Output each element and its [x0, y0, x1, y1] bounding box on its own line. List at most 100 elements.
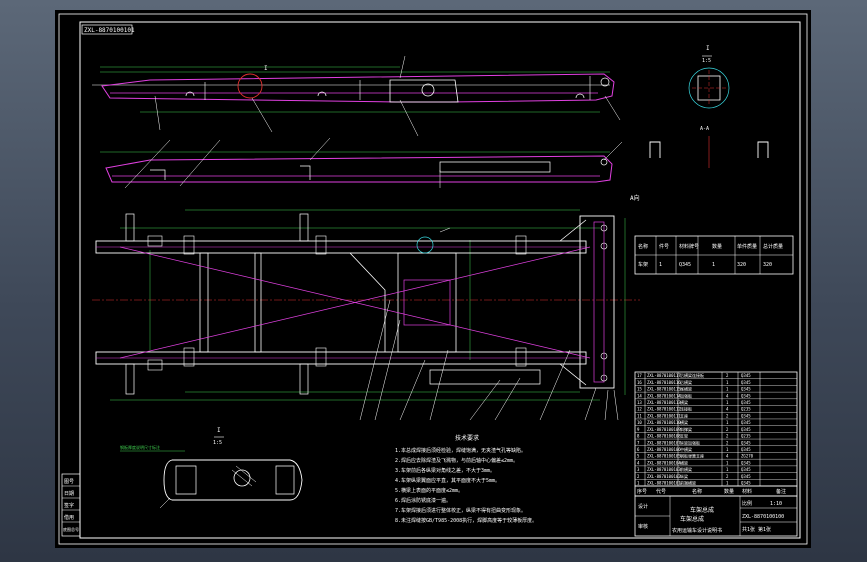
drawing-code: ZXL-8870100100 — [742, 514, 784, 520]
parts-cell: 1 — [726, 467, 729, 472]
parts-cell: 斜撑梁 — [680, 426, 692, 432]
parts-cell: 1 — [726, 380, 729, 385]
parts-cell: 加强板 — [680, 392, 692, 398]
detail-label: I — [217, 427, 221, 434]
parts-cell: 3 — [637, 467, 640, 472]
parts-cell: ZXL-8870100110 — [647, 420, 681, 425]
parts-cell: 中横梁 — [680, 446, 692, 452]
parts-header-2: 名称 — [692, 488, 702, 495]
parts-cell: 10 — [637, 420, 642, 425]
detail-view — [120, 436, 303, 509]
outer-border — [58, 13, 808, 545]
drawing-sheet — [55, 10, 811, 548]
parts-cell: Q345 — [741, 447, 751, 452]
parts-cell: 钢板弹簧支座 — [680, 453, 704, 459]
parts-cell: 4 — [637, 460, 640, 465]
parts-cell: 8 — [637, 434, 640, 439]
parts-cell: 前横梁 — [680, 466, 692, 472]
inner-border — [79, 21, 801, 539]
prop-header-0: 名称 — [638, 243, 648, 250]
parts-cell: ZG270 — [741, 454, 754, 459]
tech-req-line: 8.未注焊缝按GB/T985-2008执行，焊脚高度等于较薄板厚度。 — [395, 517, 537, 524]
parts-cell: ZXL-8870100103 — [647, 467, 681, 472]
section-aa-label: A-A — [700, 126, 709, 132]
parts-cell: Q345 — [741, 420, 751, 425]
drawing-name: 车架总成 — [690, 506, 714, 514]
side-view-lower — [100, 137, 623, 189]
parts-cell: ZXL-8870100108 — [647, 434, 681, 439]
part-number-text: ZXL-8870100101 — [84, 27, 135, 34]
tech-req-heading: 技术要求 — [455, 434, 479, 442]
parts-cell: 纵梁加强板 — [680, 439, 700, 445]
prop-header-2: 材料牌号 — [679, 243, 699, 250]
parts-cell: ZXL-8870100116 — [647, 380, 681, 385]
parts-header-5: 备注 — [776, 488, 786, 495]
parts-cell: Q345 — [741, 373, 751, 378]
parts-cell: 横梁 — [680, 419, 688, 425]
part-number-tag: ZXL-8870100101 — [81, 24, 135, 35]
parts-cell: 1 — [637, 481, 640, 486]
parts-cell: 横梁 — [680, 459, 688, 465]
parts-cell: 11 — [637, 413, 642, 418]
parts-cell: 后横梁 — [680, 379, 692, 385]
parts-cell: 17 — [637, 373, 642, 378]
parts-header-4: 材料 — [742, 488, 752, 495]
strip-cell-1: 日期 — [64, 491, 74, 497]
tech-req-line: 2.焊后应去除焊渣及飞溅物，与前后轴中心偏差≤2mm。 — [395, 457, 518, 464]
prop-cell-0: 车架 — [638, 261, 648, 268]
parts-cell: Q345 — [741, 481, 751, 486]
parts-cell: ZXL-8870100117 — [647, 373, 681, 378]
detail-note: 钢板厚度说明尺寸标注 — [120, 444, 160, 450]
parts-cell: 1 — [726, 447, 729, 452]
parts-cell: Q345 — [741, 400, 751, 405]
parts-cell: ZXL-8870100105 — [647, 454, 681, 459]
parts-cell: 6 — [637, 447, 640, 452]
parts-cell: 2 — [726, 434, 729, 439]
left-side-strip: 图号 日期 签字 借用 底图总号 — [61, 473, 81, 537]
parts-cell: ZXL-8870100101 — [647, 481, 681, 486]
parts-header-0: 序号 — [637, 488, 647, 495]
parts-cell: 1 — [726, 387, 729, 392]
strip-cell-3: 借用 — [64, 514, 74, 521]
parts-cell: ZXL-8870100102 — [647, 474, 681, 479]
parts-cell: 2 — [726, 474, 729, 479]
parts-cell: 支架 — [680, 433, 688, 439]
prop-cell-4: 320 — [737, 262, 746, 268]
tech-req-line: 4.车架纵梁翼面应平直，其平面度不大于5mm。 — [395, 477, 500, 484]
parts-cell: 1 — [726, 460, 729, 465]
detail-sub: 1:5 — [213, 440, 222, 446]
parts-cell: 尾横梁 — [680, 386, 692, 392]
parts-cell: ZXL-8870100107 — [647, 440, 681, 445]
strip-cell-0: 图号 — [64, 479, 74, 485]
parts-cell: 前端横梁 — [680, 480, 696, 486]
parts-cell: 1 — [726, 420, 729, 425]
parts-cell: 16 — [637, 380, 642, 385]
parts-cell: 7 — [637, 440, 640, 445]
section-view — [688, 55, 730, 109]
company-name: 农用运输车设计说明书 — [672, 527, 722, 534]
parts-cell: ZXL-8870100112 — [647, 407, 681, 412]
parts-cell: 5 — [637, 454, 640, 459]
parts-cell: ZXL-8870100104 — [647, 460, 681, 465]
plan-view — [92, 209, 640, 421]
parts-cell: 12 — [637, 407, 642, 412]
parts-cell: ZXL-8870100111 — [647, 413, 681, 418]
parts-cell: ZXL-8870100106 — [647, 447, 681, 452]
prop-header-4: 单件质量 — [737, 243, 757, 250]
parts-cell: 1 — [726, 481, 729, 486]
parts-cell: Q345 — [741, 467, 751, 472]
sheet-count: 共1张 第1张 — [742, 526, 771, 533]
section-sub: 1:5 — [702, 58, 711, 64]
tech-req-line: 3.车架前后各纵梁对角线之差，不大于3mm。 — [395, 467, 495, 474]
prop-cell-3: 1 — [712, 262, 715, 268]
strip-cell-2: 签字 — [64, 502, 74, 509]
parts-cell: 连接板 — [680, 406, 692, 412]
parts-cell: 支座 — [680, 412, 688, 418]
parts-cell: 4 — [726, 393, 729, 398]
strip-cell-4: 底图总号 — [63, 526, 79, 532]
parts-cell: 2 — [637, 474, 640, 479]
parts-cell: Q345 — [741, 440, 751, 445]
parts-cell: 15 — [637, 387, 642, 392]
prop-cell-5: 320 — [763, 262, 772, 268]
